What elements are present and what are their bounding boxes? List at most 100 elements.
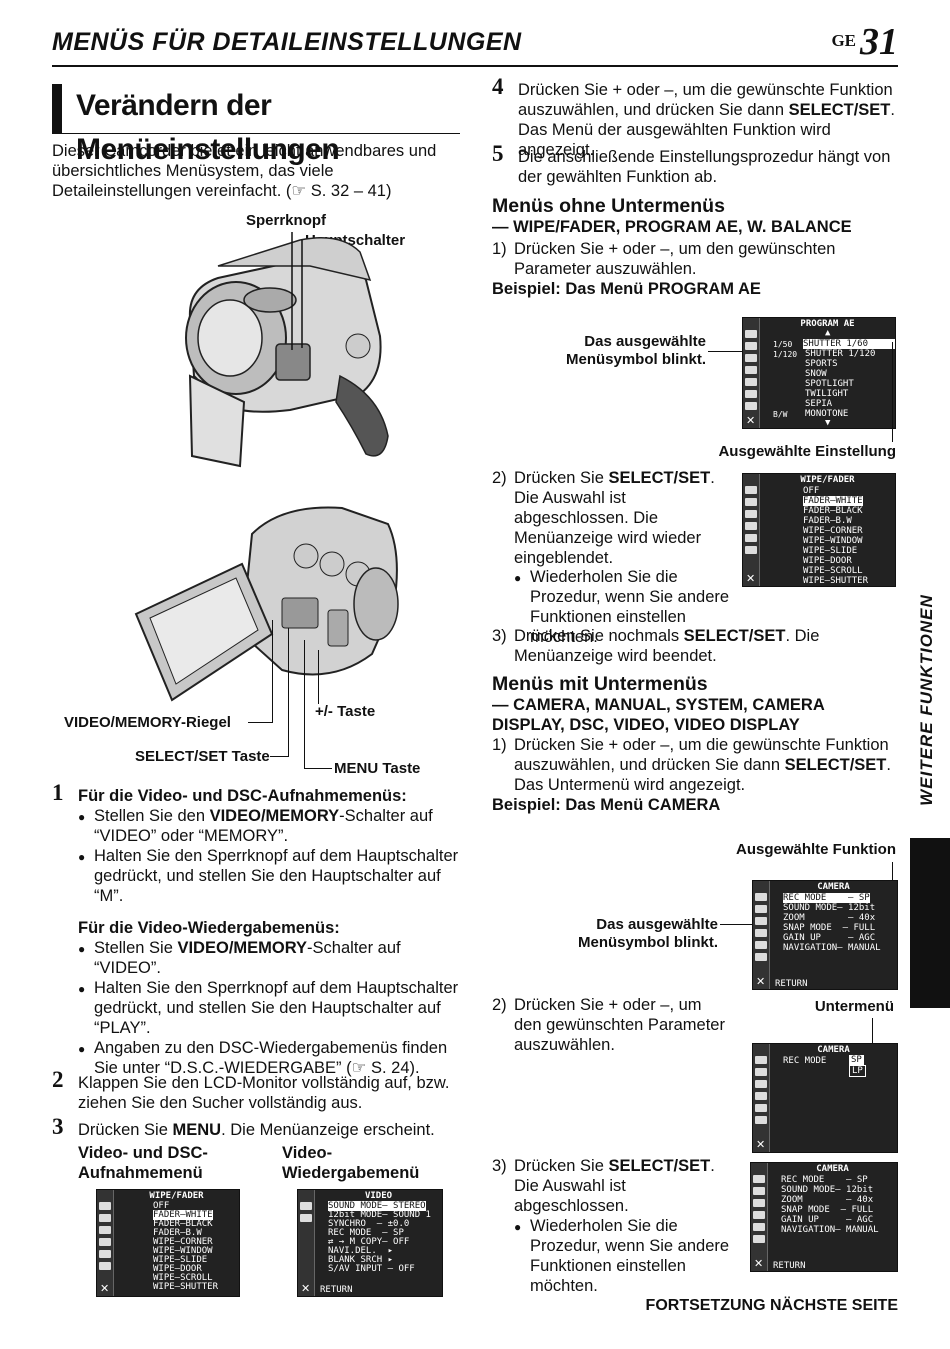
menu-item: SOUND MODE– 12bit	[783, 903, 876, 913]
menu-icon	[755, 1068, 767, 1076]
menu-icon	[745, 522, 757, 530]
substep-2-text: 2)Drücken Sie SELECT/SET. Die Auswahl is…	[492, 469, 715, 567]
select-set-label: SELECT/SET Taste	[135, 748, 270, 765]
leader-line	[272, 620, 273, 723]
menu-icon	[753, 1223, 765, 1231]
menu-item: WIPE–CORNER	[803, 526, 863, 536]
menu-item: S/AV INPUT – OFF	[328, 1264, 415, 1274]
menu-icon	[745, 546, 757, 554]
selected-setting-label: Ausgewählte Einstellung	[718, 443, 896, 460]
menu-item: WIPE–SLIDE	[803, 546, 858, 556]
substep-2b-text: 2)Drücken Sie + oder –, um den gewünscht…	[492, 996, 725, 1054]
menu-item: REC MODE – SP	[781, 1175, 868, 1185]
step-2-text: Klappen Sie den LCD-Monitor vollständig …	[78, 1074, 450, 1112]
menu-icon	[745, 354, 757, 362]
menu-item: WIPE–SCROLL	[803, 566, 863, 576]
menu-screen-camera-final: CAMERA REC MODE – SP SOUND MODE– 12bit Z…	[750, 1162, 898, 1272]
menu-item: ZOOM – 40x	[783, 913, 876, 923]
menu-icon	[753, 1211, 765, 1219]
section-no-submenus: Menüs ohne Untermenüs — WIPE/FADER, PROG…	[492, 195, 900, 299]
close-icon: ✕	[756, 975, 766, 988]
menu-screen-camera-submenu: CAMERA REC MODE SP LP ✕	[752, 1043, 898, 1153]
bullet: Stellen Sie den VIDEO/MEMORY-Schalter au…	[78, 806, 462, 846]
bullet: Wiederholen Sie die Prozedur, wenn Sie a…	[514, 1216, 742, 1296]
leader-line	[892, 862, 893, 884]
submenu-option: LP	[849, 1065, 866, 1077]
menu-icon	[755, 953, 767, 961]
bullet: Halten Sie den Sperrknopf auf dem Haupts…	[78, 978, 462, 1038]
submenu-option-selected: SP	[849, 1055, 864, 1065]
menu-item: WIPE–DOOR	[803, 556, 852, 566]
caption-playback-menu: Video-Wiedergabemenü	[282, 1144, 420, 1182]
menu-item: ZOOM – 40x	[781, 1195, 874, 1205]
header-rule	[52, 65, 898, 67]
menu-icon	[755, 1056, 767, 1064]
menu-item-selected: FADER–WHITE	[153, 1210, 213, 1220]
menu-item-selected: SOUND MODE– STEREO	[328, 1201, 426, 1211]
menu-title: PROGRAM AE	[800, 319, 855, 329]
menu-item: SPORTS	[805, 359, 838, 369]
menu-item: OFF	[153, 1201, 170, 1211]
menu-item: WIPE–WINDOW	[153, 1246, 213, 1256]
menu-icon	[99, 1202, 111, 1210]
menu-screen-program-ae: PROGRAM AE ▲ 1/50 1/120 B/W SHUTTER 1/60…	[742, 317, 896, 429]
menu-title: CAMERA	[817, 1045, 850, 1055]
menu-title: WIPE/FADER	[149, 1191, 204, 1201]
lock-button-label: Sperrknopf	[246, 212, 327, 229]
menu-item: GAIN UP – AGC	[781, 1215, 874, 1225]
section-header: MENÜS FÜR DETAILEINSTELLUNGEN	[52, 28, 522, 56]
step-1-heading-2: Für die Video-Wiedergabemenüs:	[78, 919, 340, 937]
example-camera: Beispiel: Das Menü CAMERA	[492, 796, 721, 814]
return-label: RETURN	[773, 1261, 806, 1271]
menu-item: TWILIGHT	[805, 389, 849, 399]
menu-icon	[745, 342, 757, 350]
menu-item: SOUND MODE– 12bit	[781, 1185, 874, 1195]
step-2: 2 Klappen Sie den LCD-Monitor vollständi…	[52, 1068, 462, 1113]
menu-value: B/W	[773, 410, 788, 419]
bullet: Wiederholen Sie die Prozedur, wenn Sie a…	[514, 567, 734, 647]
section-with-submenus: Menüs mit Untermenüs — CAMERA, MANUAL, S…	[492, 673, 892, 815]
menu-item: NAVIGATION– MANUAL	[783, 943, 881, 953]
substep-1: 1)Drücken Sie + oder –, um den gewünscht…	[492, 240, 836, 278]
menu-icon	[755, 1104, 767, 1112]
step-3-text: Drücken Sie MENU. Die Menüanzeige ersche…	[78, 1121, 435, 1139]
menu-item: SNAP MODE – FULL	[783, 923, 876, 933]
menu-icon	[745, 486, 757, 494]
menu-icon	[753, 1235, 765, 1243]
blink-label-1: Das ausgewählte Menüsymbol blinkt.	[565, 333, 706, 368]
menu-screen-camera: CAMERA REC MODE – SP SOUND MODE– 12bit Z…	[752, 880, 898, 990]
menu-item: OFF	[803, 486, 820, 496]
close-icon: ✕	[746, 414, 756, 427]
close-icon: ✕	[100, 1282, 110, 1295]
side-tab: WEITERE FUNKTIONEN	[912, 590, 936, 820]
scroll-down-icon: ▼	[825, 418, 831, 428]
step-1-heading: Für die Video- und DSC-Aufnahmemenüs:	[78, 787, 407, 805]
no-submenu-items: — WIPE/FADER, PROGRAM AE, W. BALANCE	[492, 218, 852, 236]
menu-item: GAIN UP – AGC	[783, 933, 876, 943]
blink-label-2: Das ausgewählte Menüsymbol blinkt.	[577, 916, 718, 951]
menu-icon	[745, 390, 757, 398]
menu-item: REC MODE	[783, 1056, 827, 1066]
menu-item: WIPE–SCROLL	[153, 1273, 213, 1283]
menu-icon	[745, 402, 757, 410]
menu-item: NAVI.DEL. ▸	[328, 1246, 394, 1256]
menu-icon	[755, 893, 767, 901]
menu-title: WIPE/FADER	[800, 475, 855, 485]
return-label: RETURN	[320, 1285, 353, 1295]
bullet: Angaben zu den DSC-Wiedergabemenüs finde…	[78, 1038, 462, 1078]
menu-title: VIDEO	[364, 1191, 393, 1201]
caption-record-menu: Video- und DSC-Aufnahmemenü	[78, 1144, 208, 1182]
menu-icon	[755, 1116, 767, 1124]
plus-minus-label: +/- Taste	[315, 703, 376, 720]
step-number: 3	[52, 1114, 64, 1139]
menu-icon	[745, 498, 757, 506]
leader-line	[288, 628, 289, 757]
leader-line	[304, 768, 332, 769]
menu-icon	[755, 905, 767, 913]
return-label: RETURN	[775, 979, 808, 989]
substep-2-bullet: Wiederholen Sie die Prozedur, wenn Sie a…	[514, 567, 894, 647]
menu-screen-wipe-fader-small: WIPE/FADER OFF FADER–WHITE FADER–BLACK F…	[96, 1189, 240, 1297]
menu-item: NAVIGATION– MANUAL	[781, 1225, 879, 1235]
leader-line	[270, 756, 288, 757]
